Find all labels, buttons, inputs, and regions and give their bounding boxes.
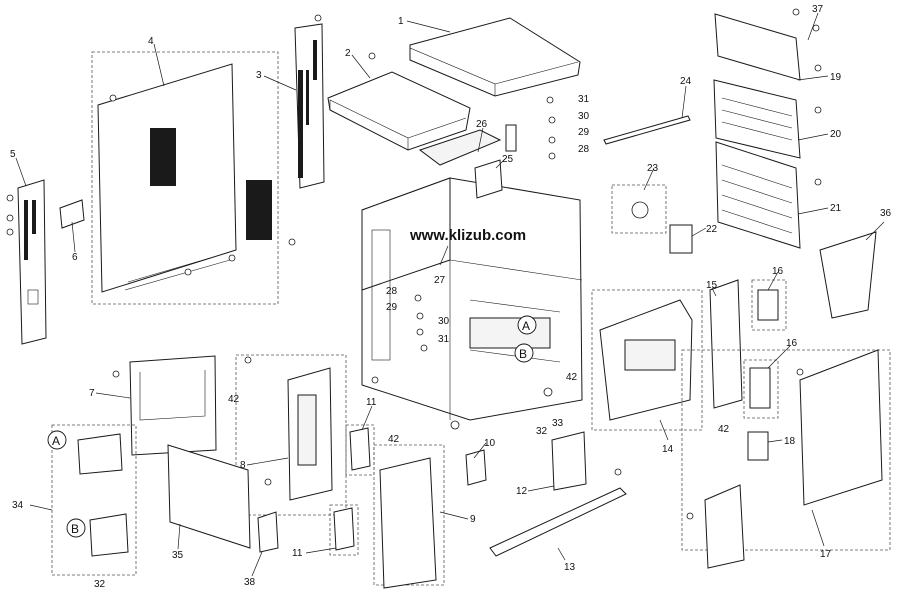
callout-30: 30	[578, 111, 590, 122]
rear-vented-strip-part	[294, 23, 325, 189]
watermark-text: www.klizub.com	[409, 227, 526, 244]
callout-14: 14	[662, 444, 674, 455]
latch-18-part	[747, 431, 769, 461]
callout-9: 9	[470, 514, 476, 525]
callout-24: 24	[680, 76, 692, 87]
callout-1: 1	[398, 16, 404, 27]
callout-3: 3	[256, 70, 262, 81]
callout-12: 12	[516, 486, 528, 497]
callout-42: 42	[718, 424, 730, 435]
callout-20: 20	[830, 129, 842, 140]
callout-11: 11	[366, 397, 377, 408]
callout-15: 15	[706, 280, 718, 291]
callout-6: 6	[72, 252, 78, 263]
callout-5: 5	[10, 149, 16, 160]
lower-left-panel-part	[129, 355, 217, 456]
callout-34: 34	[12, 500, 24, 511]
right-door-part	[681, 349, 891, 569]
reference-mark-a-detail: A	[47, 430, 67, 450]
callout-30: 30	[438, 316, 450, 327]
callout-19: 19	[830, 72, 842, 83]
callout-21: 21	[830, 203, 842, 214]
callout-16: 16	[772, 266, 784, 277]
callout-36: 36	[880, 208, 892, 219]
callout-16: 16	[786, 338, 798, 349]
callout-37: 37	[812, 4, 824, 15]
small-hardware-parts	[414, 96, 556, 397]
lower-left-assemblies	[51, 424, 279, 576]
left-side-panel-part	[91, 51, 279, 305]
callout-31: 31	[438, 334, 450, 345]
callout-38: 38	[244, 577, 256, 588]
main-frame-part	[361, 129, 583, 430]
callout-29: 29	[578, 127, 590, 138]
rear-grille-parts	[713, 13, 801, 249]
callout-29: 29	[386, 302, 398, 313]
callout-13: 13	[564, 562, 576, 573]
callout-2: 2	[345, 48, 351, 59]
sensor-parts	[603, 115, 693, 254]
callout-42: 42	[388, 434, 400, 445]
callout-33: 33	[552, 418, 564, 429]
lower-rear-panel-part	[373, 444, 445, 589]
reference-mark-b-frame: B	[514, 343, 534, 363]
drawer-assembly-part	[591, 289, 703, 431]
callout-11: 11	[292, 548, 303, 559]
callout-31: 31	[578, 94, 590, 105]
bracket-11-part	[329, 424, 375, 556]
screw-set	[6, 8, 822, 520]
callout-42: 42	[228, 394, 240, 405]
small-bracket-10-part	[465, 449, 487, 486]
reference-mark-text: A	[522, 319, 530, 333]
side-bracket-15-part	[709, 279, 743, 409]
interlock-assembly-part	[235, 354, 347, 516]
callout-8: 8	[240, 460, 246, 471]
callout-35: 35	[172, 550, 184, 561]
callout-22: 22	[706, 224, 718, 235]
callout-10: 10	[484, 438, 496, 449]
callout-28: 28	[578, 144, 590, 155]
callout-18: 18	[784, 436, 796, 447]
leader-lines	[15, 12, 885, 577]
reference-mark-b-detail: B	[66, 518, 86, 538]
top-cover-part	[409, 17, 581, 97]
callout-32: 32	[536, 426, 548, 437]
long-rail-part	[489, 487, 627, 557]
callout-26: 26	[476, 119, 488, 130]
small-bracket-part	[59, 199, 85, 229]
reference-mark-text: A	[52, 434, 60, 448]
callout-4: 4	[148, 36, 154, 47]
reference-mark-a-frame: A	[517, 315, 537, 335]
bracket-12-part	[551, 431, 587, 491]
output-tray-part	[819, 231, 877, 319]
reference-mark-text: B	[519, 347, 527, 361]
callout-labels: 1 2 3 4 5 6 7 8 9 10 11 11 12 13 14 15 1…	[10, 4, 892, 590]
callout-7: 7	[89, 388, 95, 399]
callout-42: 42	[566, 372, 578, 383]
hinge-16-part	[743, 279, 787, 419]
callout-28: 28	[386, 286, 398, 297]
reference-mark-text: B	[71, 522, 79, 536]
callout-23: 23	[647, 163, 659, 174]
callout-25: 25	[502, 154, 514, 165]
callout-17: 17	[820, 549, 832, 560]
callout-32: 32	[94, 579, 106, 590]
left-narrow-panel-part	[17, 179, 47, 345]
upper-inner-cover-part	[327, 71, 471, 151]
callout-27: 27	[434, 275, 446, 286]
